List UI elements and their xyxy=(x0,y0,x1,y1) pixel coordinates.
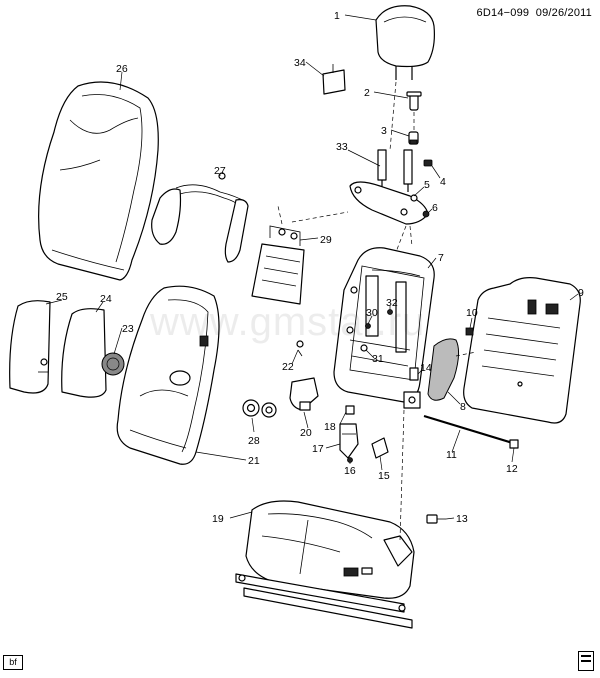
callout-25: 25 xyxy=(56,291,68,303)
callout-14: 14 xyxy=(420,362,432,374)
callout-23: 23 xyxy=(122,323,134,335)
callout-10: 10 xyxy=(466,307,478,319)
callout-33: 33 xyxy=(336,141,348,153)
part-8-side-pad xyxy=(427,338,460,401)
part-9-back-panel xyxy=(463,277,581,424)
callout-24: 24 xyxy=(100,293,112,305)
callout-3: 3 xyxy=(381,125,387,137)
callout-2: 2 xyxy=(364,87,370,99)
part-31-clip xyxy=(360,344,368,352)
assembly-guide-lines xyxy=(277,81,477,541)
watermark: www.gmstar.ru xyxy=(150,300,426,344)
part-34-label xyxy=(322,64,346,95)
callout-21: 21 xyxy=(248,455,260,467)
callout-17: 17 xyxy=(312,443,324,455)
callout-7: 7 xyxy=(438,252,444,264)
callout-15: 15 xyxy=(378,470,390,482)
callout-12: 12 xyxy=(506,463,518,475)
footer-tag: bf xyxy=(3,655,23,670)
callout-32: 32 xyxy=(386,297,398,309)
callout-30: 30 xyxy=(366,307,378,319)
part-13-bolt xyxy=(426,514,446,524)
part-23-speaker xyxy=(101,352,125,376)
part-2-guide xyxy=(406,91,422,111)
part-5-clip xyxy=(410,194,418,202)
callout-16: 16 xyxy=(344,465,356,477)
part-28-knobs xyxy=(242,399,277,418)
part-12-cap xyxy=(509,439,519,449)
part-26-back-cover xyxy=(38,81,159,281)
callout-13: 13 xyxy=(456,513,468,525)
part-19-seat-cushion xyxy=(245,500,415,599)
callout-18: 18 xyxy=(324,421,336,433)
part-24-panel xyxy=(61,308,107,398)
diagram-code: 6D14−099 xyxy=(476,7,530,19)
callout-11: 11 xyxy=(446,449,457,461)
part-4-clip xyxy=(423,159,433,167)
callout-1: 1 xyxy=(334,10,340,22)
callout-29: 29 xyxy=(320,234,332,246)
callout-9: 9 xyxy=(578,287,584,299)
callout-34: 34 xyxy=(294,57,306,69)
callout-27: 27 xyxy=(214,165,226,177)
diagram-header: 6D14−099 09/26/2011 xyxy=(477,7,592,19)
part-21-back-cushion xyxy=(116,285,220,465)
callout-5: 5 xyxy=(424,179,430,191)
leader-lines xyxy=(45,14,579,520)
manual-book-icon xyxy=(578,651,594,671)
part-16-bolt xyxy=(347,457,353,463)
part-22-clip xyxy=(296,340,304,357)
callout-20: 20 xyxy=(300,427,312,439)
callout-6: 6 xyxy=(432,202,438,214)
callout-31: 31 xyxy=(372,353,384,365)
seat-track xyxy=(235,573,413,629)
part-15-cover xyxy=(371,437,389,459)
part-3-sleeve xyxy=(408,131,419,145)
part-6-clip xyxy=(422,210,430,218)
part-27-lumbar-support xyxy=(151,172,249,263)
part-14-bolt xyxy=(409,367,419,381)
callout-4: 4 xyxy=(440,176,446,188)
part-29-lumbar-module xyxy=(251,225,305,305)
callout-8: 8 xyxy=(460,401,466,413)
callout-labels: 1 2 3 4 5 6 7 8 9 10 11 12 13 14 15 16 1… xyxy=(56,10,584,525)
callout-19: 19 xyxy=(212,513,224,525)
part-18-clip xyxy=(345,405,355,415)
part-1-headrest xyxy=(375,5,435,80)
part-20-bracket xyxy=(289,377,319,411)
part-33-headrest-bracket xyxy=(349,149,429,225)
callout-26: 26 xyxy=(116,63,128,75)
callout-28: 28 xyxy=(248,435,260,447)
part-10-clip xyxy=(465,327,474,336)
part-11-rod xyxy=(423,414,517,446)
part-17-actuator xyxy=(339,423,359,459)
callout-22: 22 xyxy=(282,361,294,373)
part-25-panel xyxy=(9,300,51,394)
diagram-date: 09/26/2011 xyxy=(535,7,592,19)
